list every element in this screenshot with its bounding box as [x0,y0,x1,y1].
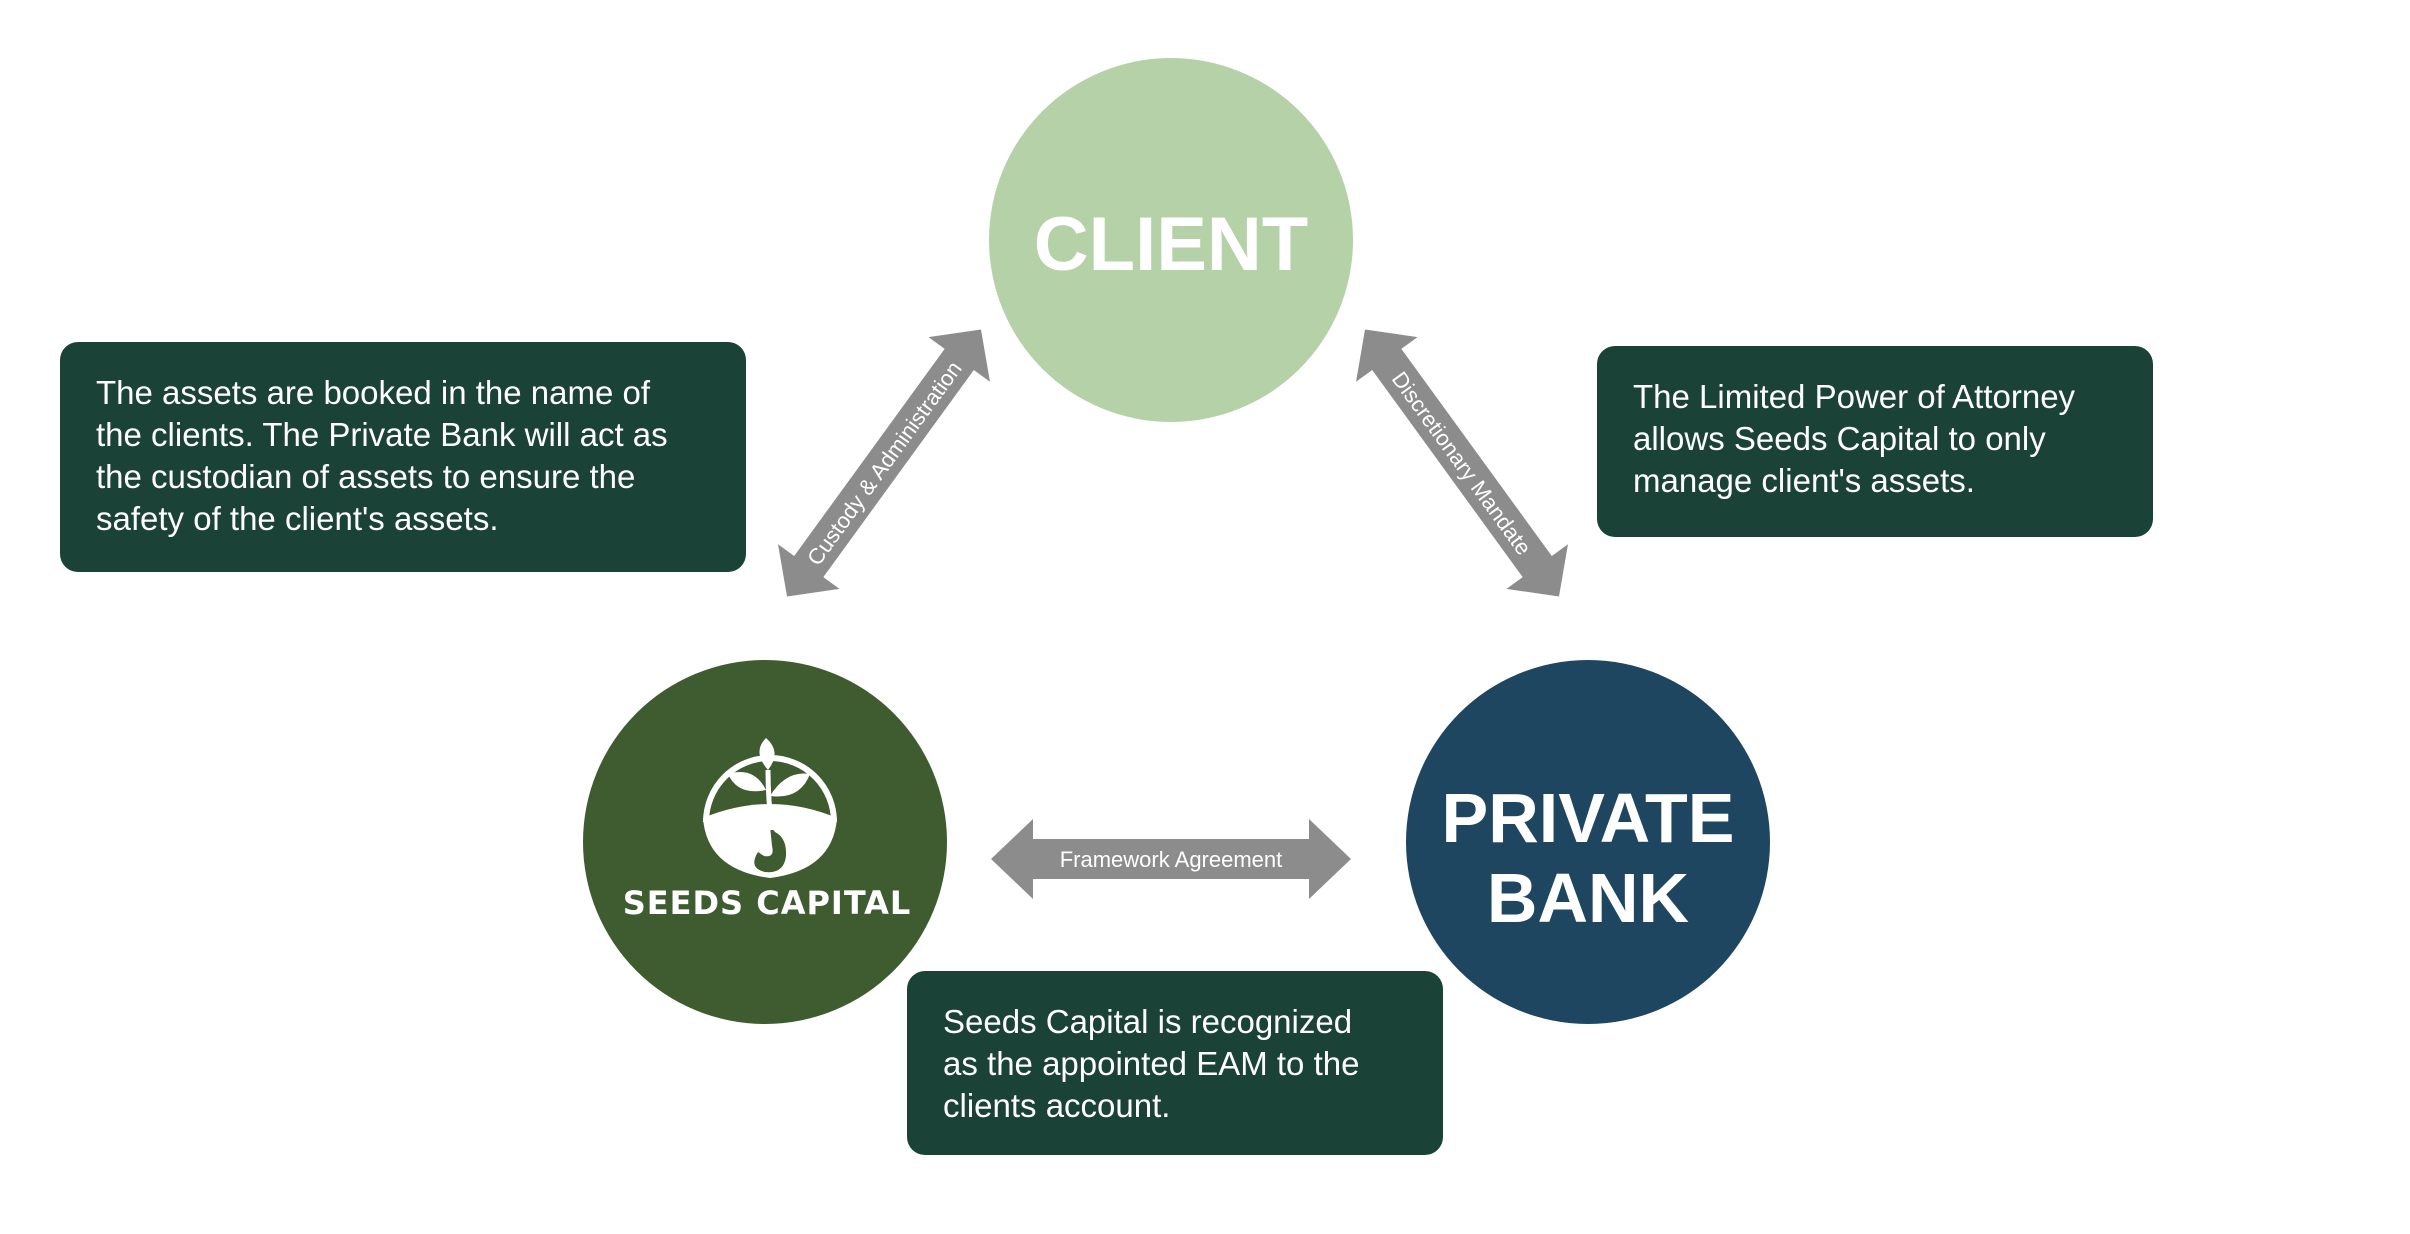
framework-info-box: Seeds Capital is recognized as the appoi… [907,971,1443,1155]
custody-info-box: The assets are booked in the name of the… [60,342,746,572]
private-bank-label-line2: BANK [1487,859,1689,937]
custody-arrow-shape [778,329,990,597]
framework-info-line: Seeds Capital is recognized [943,1003,1353,1040]
framework-arrow: Framework Agreement [991,819,1351,899]
client-node: CLIENT [989,58,1353,422]
framework-arrow-label: Framework Agreement [1060,847,1283,872]
custody-info-line: the clients. The Private Bank will act a… [96,416,668,453]
private-bank-node: PRIVATE BANK [1406,660,1770,1024]
mandate-info-line: manage client's assets. [1633,462,1975,499]
client-circle [989,58,1353,422]
seeds-capital-logo-text: SEEDS CAPITAL [623,884,912,922]
private-bank-circle [1406,660,1770,1024]
custody-arrow: Custody & Administration [778,329,990,597]
framework-info-line: as the appointed EAM to the [943,1045,1360,1082]
mandate-info-line: The Limited Power of Attorney [1633,378,2076,415]
discretionary-arrow-shape [1356,329,1568,597]
private-bank-label-line1: PRIVATE [1442,779,1735,857]
custody-arrow-label: Custody & Administration [802,357,967,571]
client-label: CLIENT [1034,202,1308,287]
mandate-info-box: The Limited Power of Attorney allows See… [1597,346,2153,537]
seeds-capital-node: SEEDS CAPITAL [583,660,947,1024]
discretionary-arrow-label: Discretionary Mandate [1387,367,1537,560]
discretionary-arrow: Discretionary Mandate [1356,329,1568,597]
custody-info-line: The assets are booked in the name of [96,374,651,411]
mandate-info-line: allows Seeds Capital to only [1633,420,2046,457]
custody-info-line: safety of the client's assets. [96,500,499,537]
framework-info-line: clients account. [943,1087,1171,1124]
custody-info-line: the custodian of assets to ensure the [96,458,636,495]
seeds-capital-logo-icon [703,738,837,878]
framework-arrow-shape [991,819,1351,899]
